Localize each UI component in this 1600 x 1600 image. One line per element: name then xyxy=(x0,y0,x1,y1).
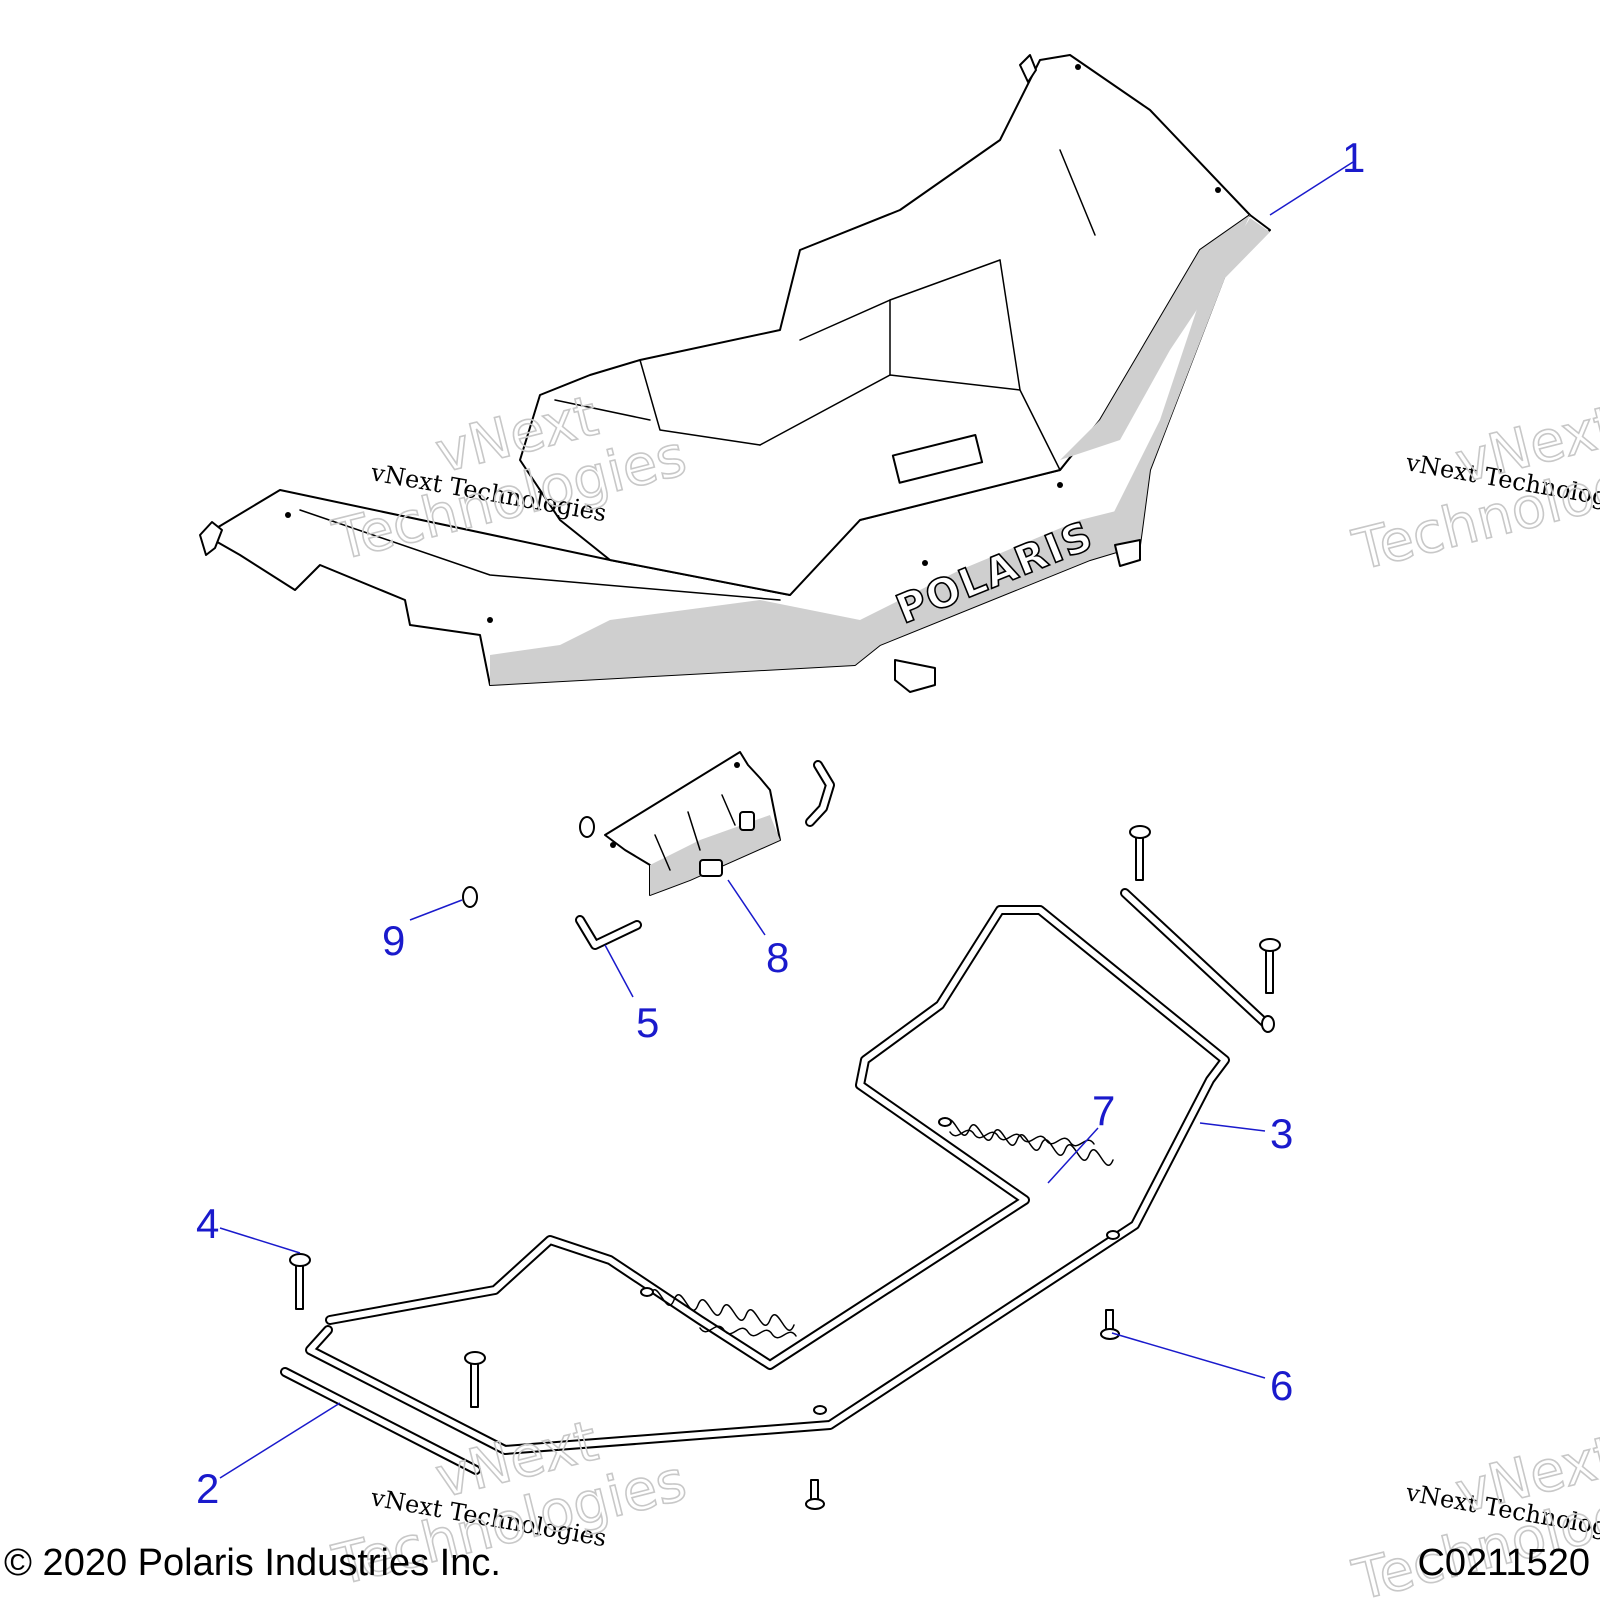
leader-lines xyxy=(219,161,1354,1479)
callout-7: 7 xyxy=(1092,1087,1115,1134)
callout-6: 6 xyxy=(1270,1362,1293,1409)
drawing-number: C0211520 xyxy=(1417,1542,1590,1584)
callout-2: 2 xyxy=(196,1465,219,1512)
callout-3: 3 xyxy=(1270,1110,1293,1157)
callout-8: 8 xyxy=(766,934,789,981)
copyright-notice: © 2020 Polaris Industries Inc. xyxy=(4,1542,501,1584)
pivot-rod xyxy=(280,888,1275,1475)
callout-labels: 1 2 3 4 5 6 7 8 9 xyxy=(196,134,1365,1512)
callout-1: 1 xyxy=(1342,134,1365,181)
watermark: vNext Technologies vNext Technologies vN… xyxy=(326,383,1600,1600)
bent-pin xyxy=(575,760,835,950)
tube-frame xyxy=(305,905,1230,1455)
front-rack-panel: POLARIS xyxy=(199,54,1271,693)
callout-4: 4 xyxy=(196,1200,219,1247)
callout-5: 5 xyxy=(636,999,659,1046)
latch-bracket xyxy=(604,751,781,896)
mounting-holes xyxy=(285,64,1221,623)
callout-9: 9 xyxy=(382,917,405,964)
spring xyxy=(640,1117,1120,1415)
o-ring xyxy=(462,816,595,908)
bolt xyxy=(289,825,1281,1510)
